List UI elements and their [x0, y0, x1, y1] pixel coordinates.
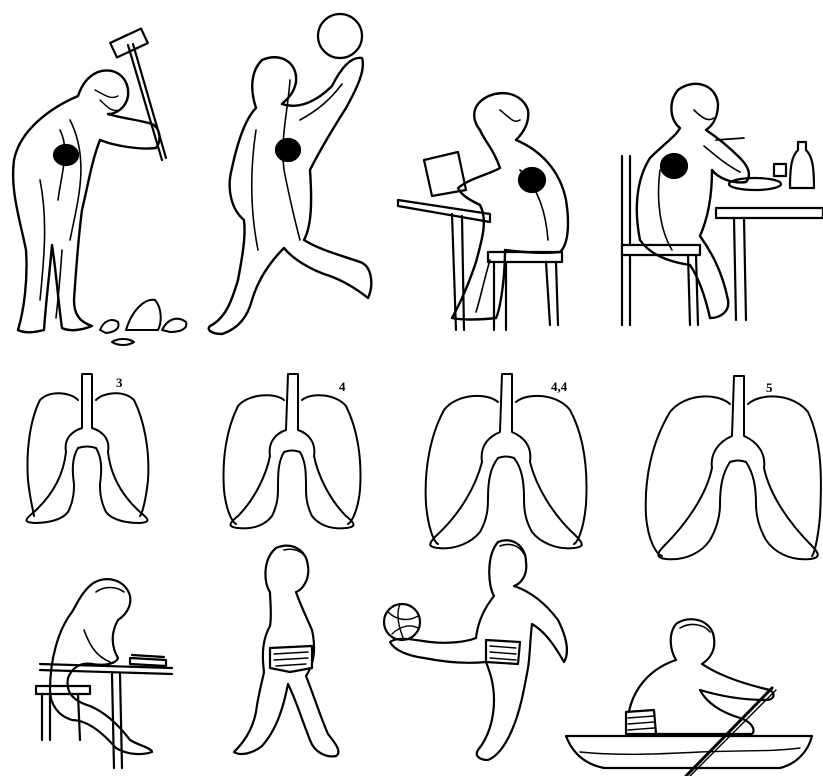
chair-icon: [622, 156, 700, 325]
heart-icon: [661, 154, 687, 178]
lungs-4: [646, 376, 821, 559]
lungs-2: [224, 374, 361, 528]
figure-ball-jumper: [209, 14, 372, 334]
figure-reader-at-desk: [398, 93, 568, 330]
heart-icon: [519, 168, 545, 192]
lung-label-4: 5: [766, 381, 773, 394]
spoon-icon: [716, 138, 744, 140]
figure-boy-walking: [234, 546, 338, 757]
figure-hammer-worker: [13, 29, 186, 345]
table-icon: [716, 208, 823, 320]
figure-boy-kicking: [384, 540, 567, 760]
cup-icon: [774, 164, 786, 176]
plate-icon: [729, 178, 781, 190]
figure-boy-rowing: [566, 619, 812, 776]
body-outline: [452, 93, 568, 319]
swim-trunks-icon: [626, 710, 656, 734]
sledgehammer-icon: [110, 29, 166, 160]
heart-icon: [276, 139, 300, 161]
boat-icon: [566, 736, 812, 768]
ball-icon: [318, 14, 362, 58]
figure-diner: [622, 84, 823, 325]
heart-icon: [54, 145, 78, 165]
body-outline: [390, 540, 567, 760]
lung-label-2: 4: [339, 380, 346, 393]
stool-icon: [488, 252, 562, 330]
figure-boy-writing: [36, 579, 172, 768]
body-outline: [637, 84, 749, 318]
lungs-3: [426, 374, 587, 548]
lung-label-3: 4,4: [551, 380, 567, 393]
swim-trunks-icon: [270, 646, 312, 672]
swim-trunks-icon: [486, 640, 520, 664]
bottle-icon: [790, 142, 814, 188]
lungs-1: [27, 374, 149, 523]
body-outline: [13, 70, 159, 332]
rocks-icon: [100, 300, 186, 345]
stool-icon: [36, 686, 90, 740]
lung-label-1: 3: [116, 376, 123, 389]
